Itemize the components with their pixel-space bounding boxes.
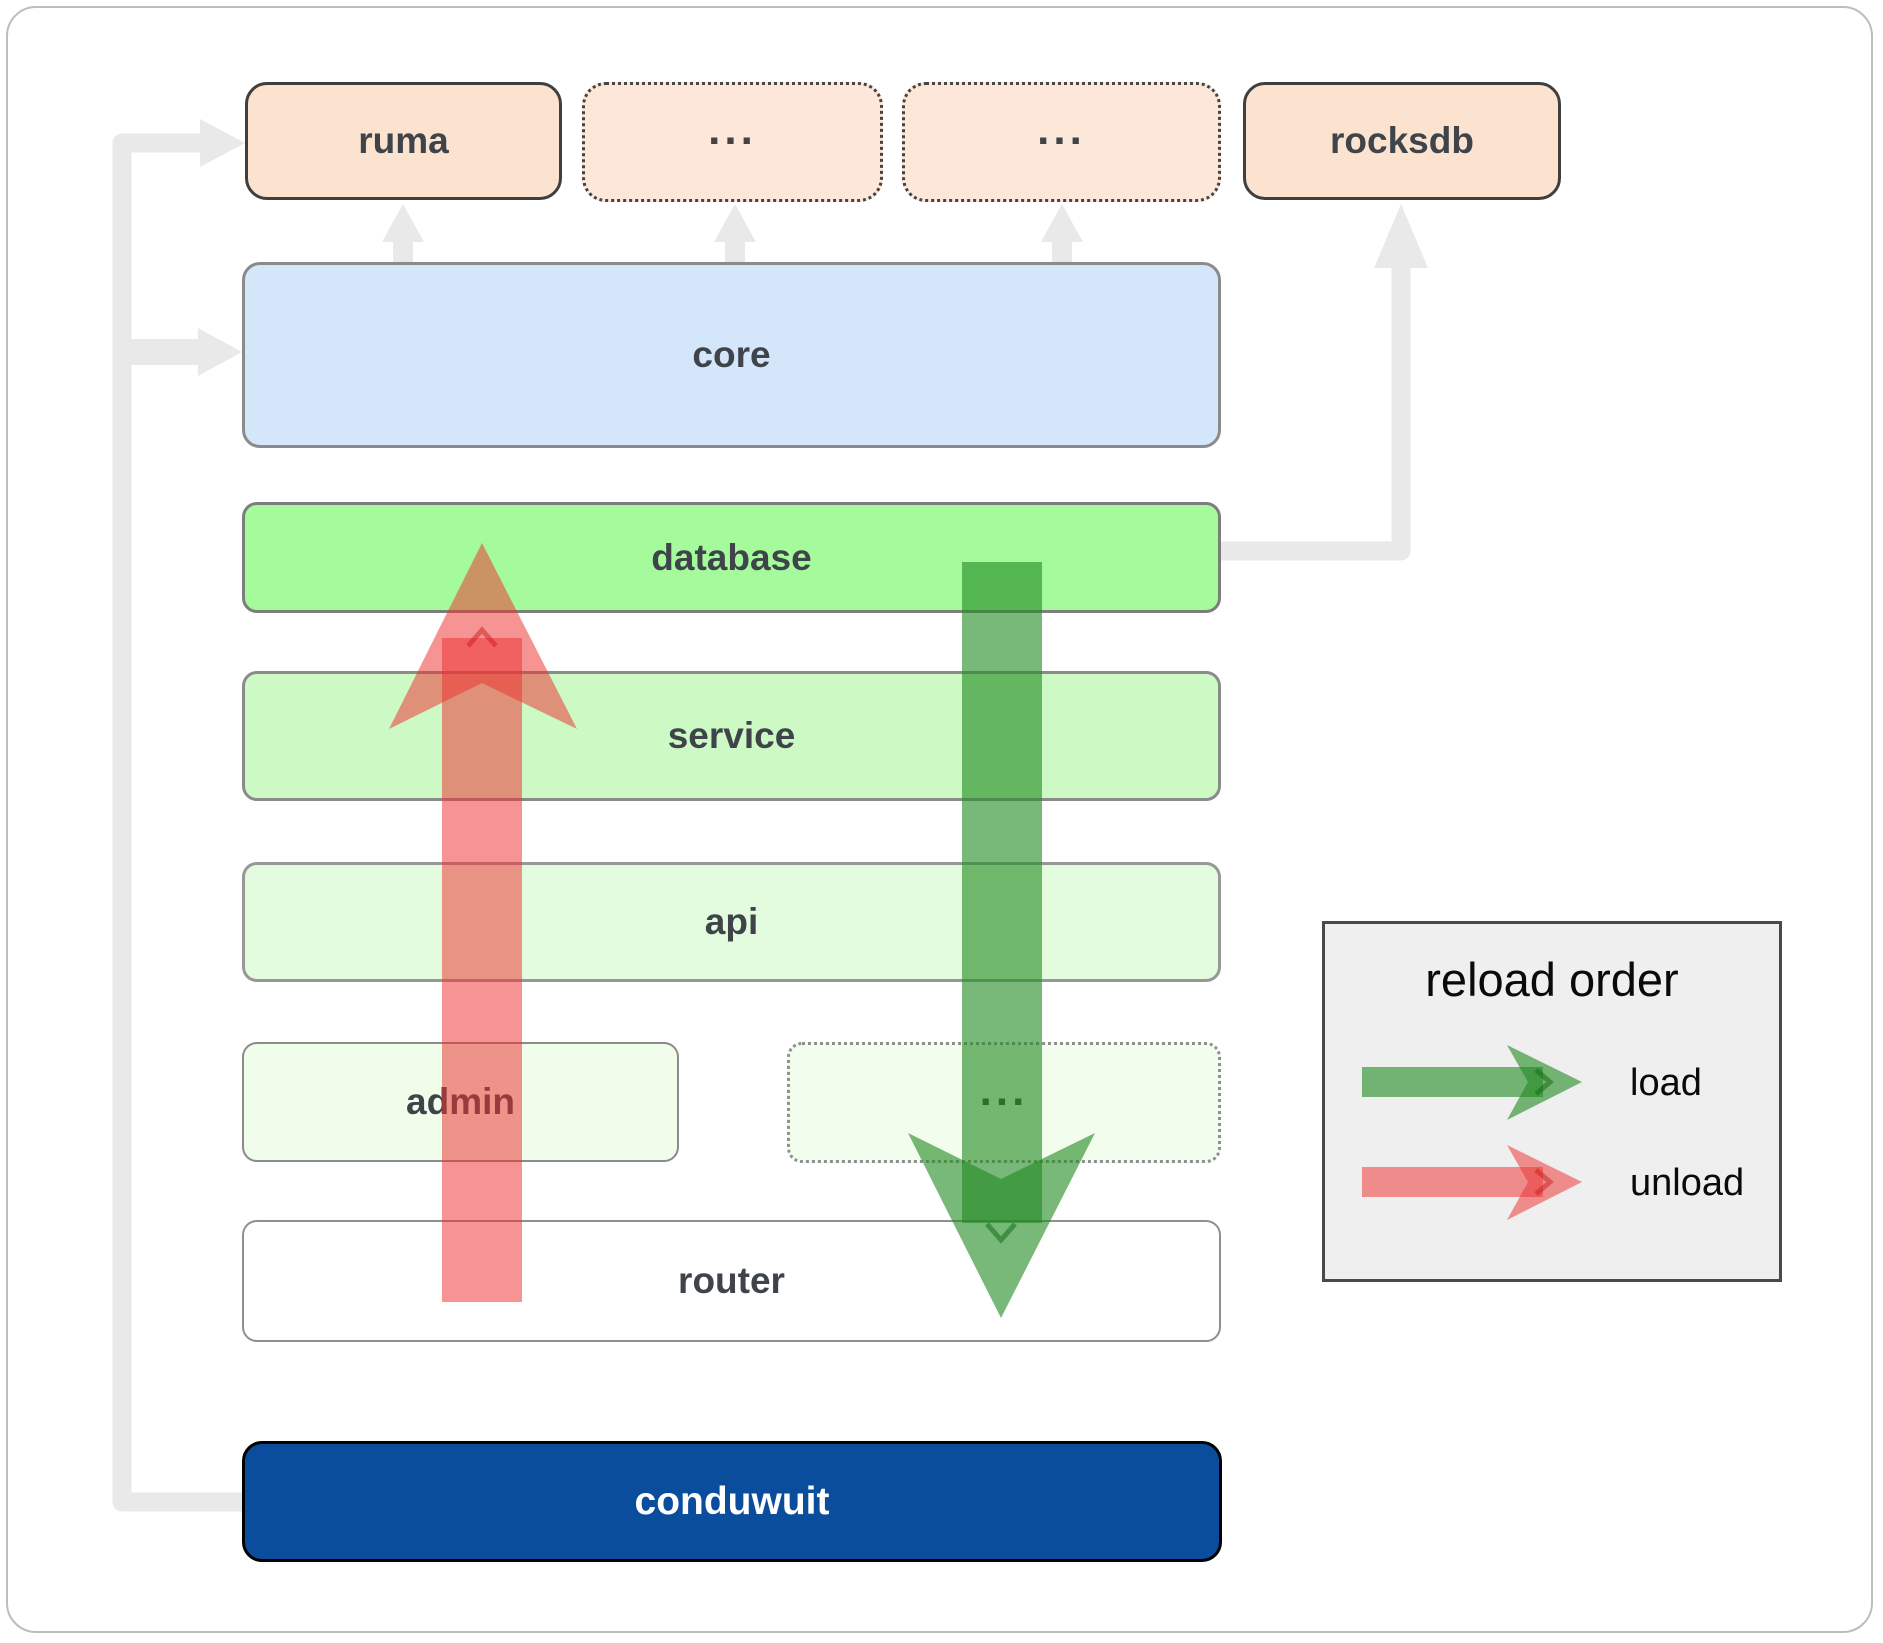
node-conduwuit: conduwuit [242, 1441, 1222, 1562]
legend-unload-label: unload [1630, 1162, 1745, 1204]
node-label: core [692, 334, 771, 375]
node-label: router [678, 1260, 785, 1301]
legend-title: reload order [1425, 953, 1679, 1006]
edge-core-to-more2 [1041, 204, 1083, 264]
edge-core-to-more1 [714, 204, 756, 264]
node-router: router [242, 1220, 1221, 1342]
legend: reload order load unload [1322, 921, 1782, 1282]
node-label: ... [708, 105, 757, 154]
edge-conduwuit-to-core [122, 328, 242, 376]
legend-load-label: load [1630, 1062, 1702, 1104]
node-service: service [242, 671, 1221, 801]
node-label: conduwuit [634, 1479, 830, 1523]
node-deps-more-1: ... [582, 82, 883, 202]
node-rocksdb: rocksdb [1243, 82, 1561, 200]
node-label: ... [979, 1065, 1029, 1115]
node-label: api [704, 901, 759, 942]
node-label: ruma [358, 120, 449, 161]
edge-conduwuit-to-ruma [112, 119, 245, 1512]
arrowhead-ruma [200, 119, 245, 167]
edge-core-to-ruma [382, 204, 424, 264]
node-label: service [667, 715, 796, 756]
node-label: database [651, 536, 812, 578]
node-label: ... [1037, 105, 1086, 154]
node-database: database [242, 502, 1221, 613]
arrowhead-core [198, 328, 242, 376]
node-ruma: ruma [245, 82, 562, 200]
node-core: core [242, 262, 1221, 448]
edge-database-to-rocksdb [1221, 204, 1428, 561]
node-admin-more: ... [787, 1042, 1221, 1163]
node-deps-more-2: ... [902, 82, 1221, 202]
node-label: admin [406, 1081, 515, 1122]
node-label: rocksdb [1330, 120, 1474, 161]
outer-frame [6, 6, 1873, 1633]
arrowhead-rocksdb [1374, 204, 1428, 268]
node-api: api [242, 862, 1221, 982]
node-admin: admin [242, 1042, 679, 1162]
